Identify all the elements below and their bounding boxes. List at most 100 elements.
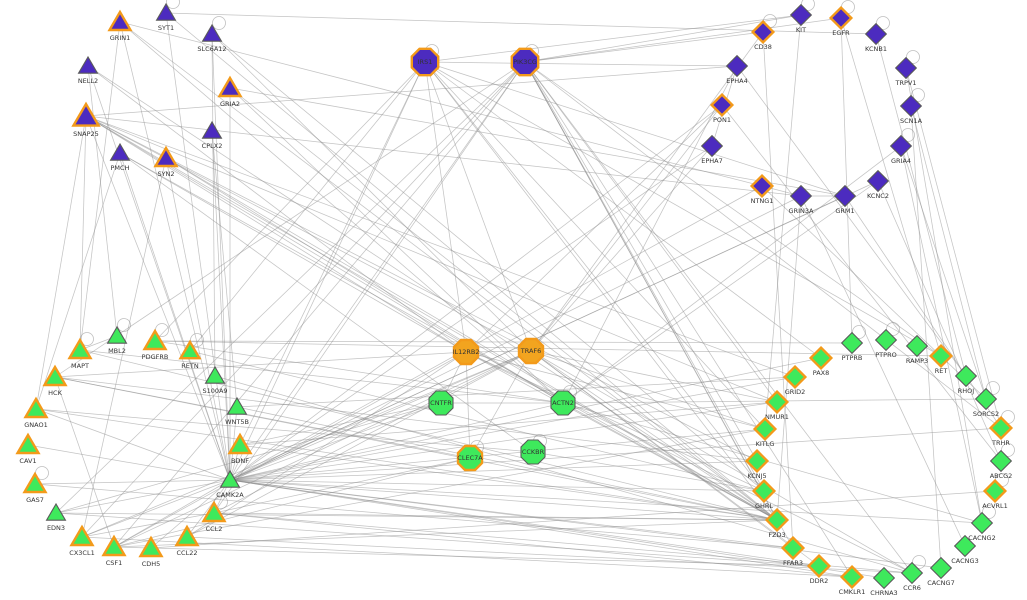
node-TRAF6[interactable]: TRAF6 [517, 337, 545, 365]
node-TRPV1[interactable]: TRPV1 [894, 56, 918, 87]
node-CNTFR[interactable]: CNTFR [428, 390, 454, 416]
node-CACNG2[interactable]: CACNG2 [968, 511, 996, 542]
node-shape-CACNG7[interactable] [929, 556, 953, 580]
node-shape-PAX8[interactable] [808, 345, 834, 371]
node-shape-PDGFRB[interactable] [142, 328, 168, 351]
node-PIK3CG[interactable]: PIK3CG [510, 47, 540, 77]
node-shape-WNT5B[interactable] [226, 396, 248, 415]
node-shape-CPLX2[interactable] [201, 120, 223, 139]
node-shape-RHOJ[interactable] [954, 364, 978, 388]
node-shape-CCL22[interactable] [174, 524, 200, 547]
node-shape-CAV1[interactable] [15, 432, 41, 455]
node-shape-GRM1[interactable] [833, 184, 857, 208]
node-shape-NMUR1[interactable] [764, 389, 790, 415]
node-CACNG7[interactable]: CACNG7 [927, 556, 955, 587]
node-KCNJ5[interactable]: KCNJ5 [744, 448, 770, 480]
node-WNT5B[interactable]: WNT5B [225, 396, 249, 426]
node-shape-CCKBR[interactable] [520, 439, 546, 465]
node-PTPRB[interactable]: PTPRB [840, 331, 864, 362]
node-RHOJ[interactable]: RHOJ [954, 364, 978, 395]
node-shape-SORCS2[interactable] [974, 387, 998, 411]
node-shape-EGFR[interactable] [828, 5, 854, 31]
node-HCK[interactable]: HCK [42, 364, 68, 397]
node-shape-FZD3[interactable] [764, 507, 790, 533]
node-RAMP3[interactable]: RAMP3 [906, 334, 928, 365]
node-CDH5[interactable]: CDH5 [138, 535, 164, 568]
node-EDN3[interactable]: EDN3 [45, 502, 67, 532]
node-shape-NELL2[interactable] [77, 55, 99, 74]
node-shape-SYN2[interactable] [153, 145, 179, 168]
node-shape-ACVRL1[interactable] [982, 478, 1008, 504]
node-shape-EPHA4[interactable] [725, 54, 749, 78]
node-shape-PIK3CG[interactable] [510, 47, 540, 77]
node-shape-SYT1[interactable] [155, 2, 177, 21]
node-CPLX2[interactable]: CPLX2 [201, 120, 223, 150]
node-shape-CD38[interactable] [750, 19, 776, 45]
node-shape-CACNG3[interactable] [953, 534, 977, 558]
node-CACNG3[interactable]: CACNG3 [951, 534, 979, 565]
node-shape-CX3CL1[interactable] [69, 524, 95, 547]
node-shape-CCL2[interactable] [201, 500, 227, 523]
node-shape-CHRNA3[interactable] [872, 566, 896, 590]
node-S100A9[interactable]: S100A9 [202, 365, 228, 395]
node-shape-CMKLR1[interactable] [839, 564, 865, 590]
node-ABCG2[interactable]: ABCG2 [989, 449, 1013, 480]
node-SCN1A[interactable]: SCN1A [899, 94, 923, 125]
node-shape-TRPV1[interactable] [894, 56, 918, 80]
node-shape-BDNF[interactable] [227, 432, 253, 455]
node-shape-KITLG[interactable] [752, 416, 778, 442]
node-CSF1[interactable]: CSF1 [101, 534, 127, 567]
node-shape-PON1[interactable] [709, 92, 735, 118]
node-GRIN1[interactable]: GRIN1 [107, 9, 133, 42]
node-shape-RET[interactable] [928, 343, 954, 369]
node-shape-CLEC7A[interactable] [456, 444, 484, 472]
node-shape-PTPRB[interactable] [840, 331, 864, 355]
node-shape-DDR2[interactable] [806, 553, 832, 579]
node-shape-CDH5[interactable] [138, 535, 164, 558]
node-PDGFRB[interactable]: PDGFRB [142, 328, 169, 361]
node-shape-KCNJ5[interactable] [744, 448, 770, 474]
node-IRS1[interactable]: IRS1 [410, 47, 440, 77]
node-CMKLR1[interactable]: CMKLR1 [839, 564, 866, 596]
node-shape-GRIN3A[interactable] [789, 184, 813, 208]
node-EPHA7[interactable]: EPHA7 [700, 134, 724, 165]
node-KCNB1[interactable]: KCNB1 [864, 22, 888, 53]
node-shape-KCNB1[interactable] [864, 22, 888, 46]
node-PMCH[interactable]: PMCH [109, 142, 131, 172]
node-shape-CNTFR[interactable] [428, 390, 454, 416]
node-shape-ABCG2[interactable] [989, 449, 1013, 473]
node-shape-HCK[interactable] [42, 364, 68, 387]
node-shape-SLC6A12[interactable] [201, 23, 223, 42]
node-shape-MAPT[interactable] [67, 337, 93, 360]
node-shape-PMCH[interactable] [109, 142, 131, 161]
node-SORCS2[interactable]: SORCS2 [973, 387, 999, 418]
node-shape-ACTN2[interactable] [550, 390, 576, 416]
node-shape-NTNG1[interactable] [749, 173, 775, 199]
node-shape-TRAF6[interactable] [517, 337, 545, 365]
node-ACTN2[interactable]: ACTN2 [550, 390, 576, 416]
node-ACVRL1[interactable]: ACVRL1 [982, 478, 1008, 510]
node-CCR6[interactable]: CCR6 [900, 561, 924, 592]
node-CAV1[interactable]: CAV1 [15, 432, 41, 465]
node-shape-PTPRO[interactable] [874, 328, 898, 352]
node-shape-KCNC2[interactable] [866, 169, 890, 193]
node-CD38[interactable]: CD38 [750, 19, 776, 51]
node-GRIA4[interactable]: GRIA4 [889, 134, 913, 165]
node-KIT[interactable]: KIT [789, 3, 813, 34]
node-PON1[interactable]: PON1 [709, 92, 735, 124]
node-GAS7[interactable]: GAS7 [22, 471, 48, 504]
node-shape-CACNG2[interactable] [970, 511, 994, 535]
node-shape-EPHA7[interactable] [700, 134, 724, 158]
node-CLEC7A[interactable]: CLEC7A [456, 444, 484, 472]
node-CX3CL1[interactable]: CX3CL1 [69, 524, 95, 557]
node-shape-GNAO1[interactable] [23, 396, 49, 419]
node-shape-IL12RB2[interactable] [452, 338, 480, 366]
node-GRM1[interactable]: GRM1 [833, 184, 857, 215]
node-CCL22[interactable]: CCL22 [174, 524, 200, 557]
node-shape-RETN[interactable] [178, 339, 202, 360]
node-shape-CAMK2A[interactable] [219, 469, 241, 488]
node-shape-FFAR3[interactable] [780, 535, 806, 561]
node-DDR2[interactable]: DDR2 [806, 553, 832, 585]
node-shape-GRID2[interactable] [782, 364, 808, 390]
node-shape-TRHR[interactable] [988, 415, 1014, 441]
